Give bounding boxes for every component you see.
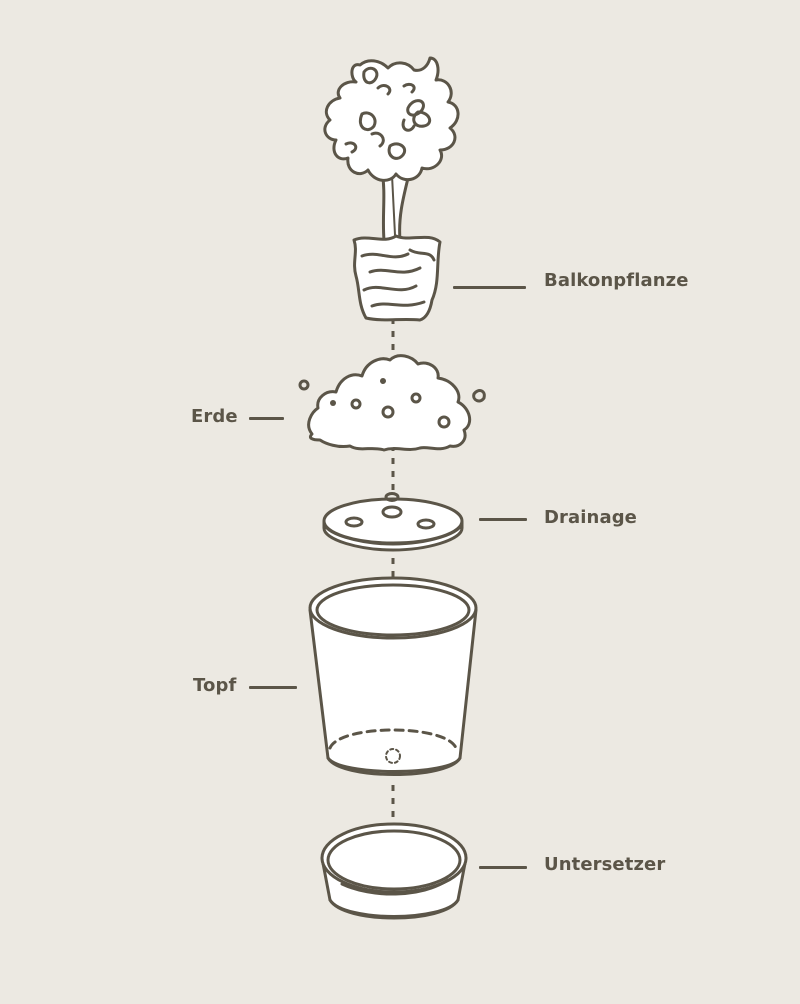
pot-icon [308, 576, 478, 776]
label-erde: Erde [191, 406, 238, 427]
soil-icon [298, 354, 486, 452]
leader-line-balkonpflanze [453, 286, 526, 289]
leader-line-drainage [479, 518, 527, 521]
leader-line-untersetzer [479, 866, 527, 869]
label-balkonpflanze: Balkonpflanze [544, 270, 689, 291]
plant-icon [323, 56, 460, 322]
label-untersetzer: Untersetzer [544, 854, 666, 875]
label-topf: Topf [193, 675, 237, 696]
leader-line-topf [249, 686, 297, 689]
saucer-icon [320, 822, 468, 920]
leader-line-erde [249, 417, 284, 420]
drainage-disc-icon [322, 492, 464, 552]
label-drainage: Drainage [544, 507, 637, 528]
